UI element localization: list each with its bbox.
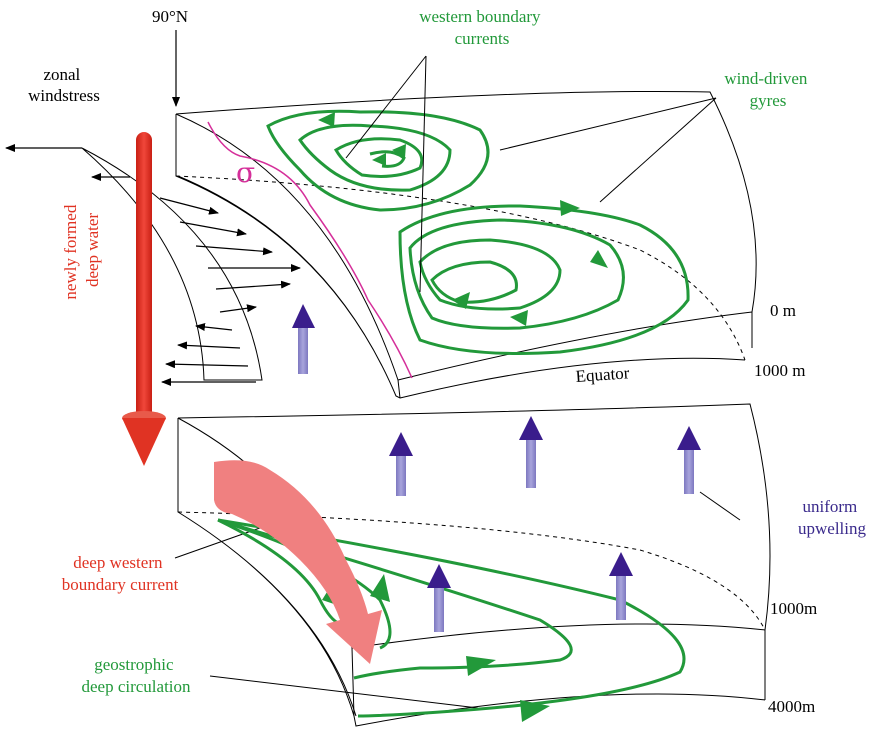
newly-formed-deep-water-arrow (122, 132, 166, 466)
upper-ocean-box (175, 90, 757, 399)
subpolar-gyre (266, 109, 490, 212)
subtropical-gyre (398, 204, 690, 355)
equator-label: Equator (575, 363, 630, 386)
lower-ocean-box (177, 403, 771, 727)
geostrophic-deep-circulation-label: geostrophic deep circulation (81, 655, 191, 696)
deep-western-boundary-current-arrow (214, 460, 382, 664)
label-pointers (174, 55, 741, 709)
depth-1000m-lower-label: 1000m (770, 599, 817, 618)
subtropical-gyre-arrowheads (452, 200, 608, 326)
depth-0m-label: 0 m (770, 301, 796, 320)
upwelling-arrow (389, 432, 413, 496)
north-pole-label: 90°N (152, 7, 188, 26)
upwelling-arrows (292, 304, 701, 632)
sigma-isopycnal-line (207, 121, 413, 379)
uniform-upwelling-label: uniform upwelling (798, 497, 866, 538)
deep-circulation-lines (217, 518, 686, 718)
zonal-windstress-label: zonal windstress (28, 65, 100, 105)
windstress-panel (81, 147, 263, 381)
newly-formed-deep-water-label: newly formed deep water (61, 200, 102, 299)
wind-driven-gyres-label: wind-driven gyres (724, 69, 811, 110)
western-boundary-currents-label: western boundary currents (419, 7, 545, 48)
depth-1000m-upper-label: 1000 m (754, 361, 805, 380)
upwelling-arrow (519, 416, 543, 488)
deep-western-boundary-current-label: deep western boundary current (62, 553, 179, 594)
subpolar-gyre-arrowheads (318, 112, 406, 166)
upwelling-arrow (427, 564, 451, 632)
depth-4000m-label: 4000m (768, 697, 815, 716)
windstress-arrows (5, 144, 301, 386)
sigma-label: σ (236, 156, 255, 189)
upwelling-arrow (609, 552, 633, 620)
upwelling-arrow (292, 304, 315, 374)
upwelling-arrow (677, 426, 701, 494)
